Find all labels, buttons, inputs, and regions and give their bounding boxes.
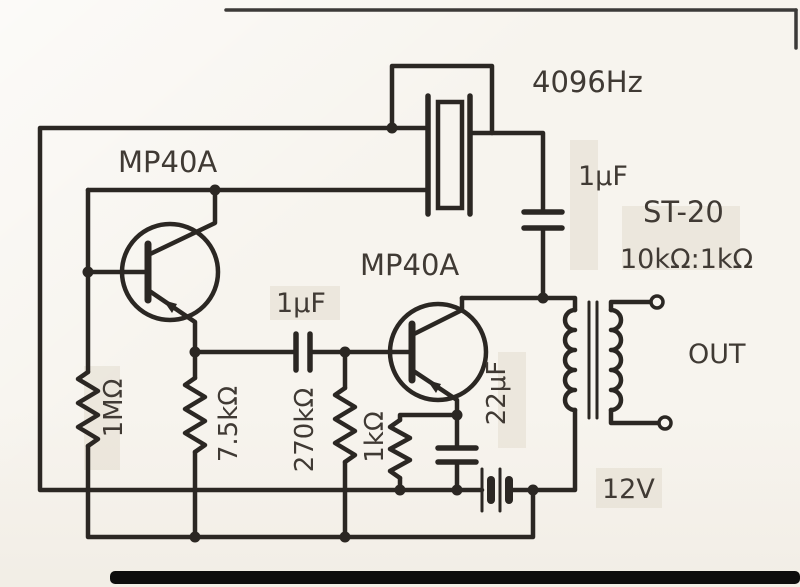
resistor-r2 xyxy=(182,375,208,455)
wire-secondary-top xyxy=(608,299,653,313)
transformer-model-label: ST-20 xyxy=(643,195,724,229)
crystal-frequency-label: 4096Hz xyxy=(532,65,643,99)
transformer-primary-coil xyxy=(562,307,578,413)
c3-label: 22μF xyxy=(482,361,512,426)
junction-dot xyxy=(451,409,463,421)
junction-dot xyxy=(394,484,406,496)
scan-smudge xyxy=(570,140,598,270)
scan-black-strip xyxy=(110,571,800,584)
junction-dot xyxy=(339,531,351,543)
wire-feedback-loop xyxy=(37,125,485,493)
resistor-r4 xyxy=(387,417,413,481)
q2-label: MP40A xyxy=(360,248,459,282)
junction-dot xyxy=(209,184,221,196)
q1-emitter-arrow xyxy=(163,300,177,313)
wire-crystal-to-c1 xyxy=(467,130,546,215)
transformer-st20 xyxy=(562,294,673,431)
resistor-r3 xyxy=(332,385,358,465)
wire-crystal-top-loop xyxy=(389,63,495,136)
capacitor-c3 xyxy=(435,445,479,465)
junction-dot xyxy=(189,346,201,358)
transistor-q1 xyxy=(119,221,221,323)
wire-emitter-to-r4 xyxy=(397,412,460,423)
r3-label: 270kΩ xyxy=(290,388,320,473)
junction-dot xyxy=(82,266,94,278)
c2-label: 1μF xyxy=(276,288,326,319)
c1-label: 1μF xyxy=(578,161,628,192)
junction-dot xyxy=(189,531,201,543)
wire-q1-collector xyxy=(145,187,218,258)
wire-collector-to-transformer xyxy=(459,295,578,313)
output-terminal-bottom xyxy=(657,415,673,431)
scan-smudge xyxy=(622,206,740,270)
junction-dot xyxy=(339,346,351,358)
r1-label: 1MΩ xyxy=(99,379,129,438)
scan-smudge xyxy=(498,352,526,448)
wire-secondary-bottom xyxy=(608,407,661,426)
q1-label: MP40A xyxy=(118,145,217,179)
resistor-r1 xyxy=(75,369,101,449)
capacitor-c2 xyxy=(293,331,313,373)
r4-label: 1kΩ xyxy=(360,411,390,462)
junction-dot xyxy=(451,484,463,496)
scan-smudge xyxy=(270,286,340,320)
junction-dot xyxy=(537,292,549,304)
junction-dot xyxy=(527,484,539,496)
labels: 4096Hz MP40A 1μF ST-20 10kΩ:1kΩ MP40A 1μ… xyxy=(99,65,753,505)
transformer-secondary-coil xyxy=(608,307,624,413)
crystal xyxy=(425,93,473,217)
scan-artifacts xyxy=(110,8,800,584)
q2-emitter-arrow xyxy=(427,380,441,393)
transformer-ratio-label: 10kΩ:1kΩ xyxy=(620,244,753,275)
q1-envelope xyxy=(119,221,221,323)
output-label: OUT xyxy=(688,339,746,370)
wire-bottom-outer xyxy=(85,443,536,540)
capacitor-c1 xyxy=(521,209,565,231)
battery-label: 12V xyxy=(602,474,655,505)
output-terminal-top xyxy=(649,294,665,310)
junction-dot xyxy=(386,122,398,134)
scan-smudge xyxy=(596,468,662,508)
transistor-q2 xyxy=(387,301,489,403)
junction-dots xyxy=(82,122,549,543)
r2-label: 7.5kΩ xyxy=(214,386,244,462)
battery-12v xyxy=(480,467,513,513)
crystal-body xyxy=(435,99,465,211)
wire-q2-emitter xyxy=(409,367,460,418)
scan-smudges xyxy=(84,140,740,508)
q2-envelope xyxy=(387,301,489,403)
